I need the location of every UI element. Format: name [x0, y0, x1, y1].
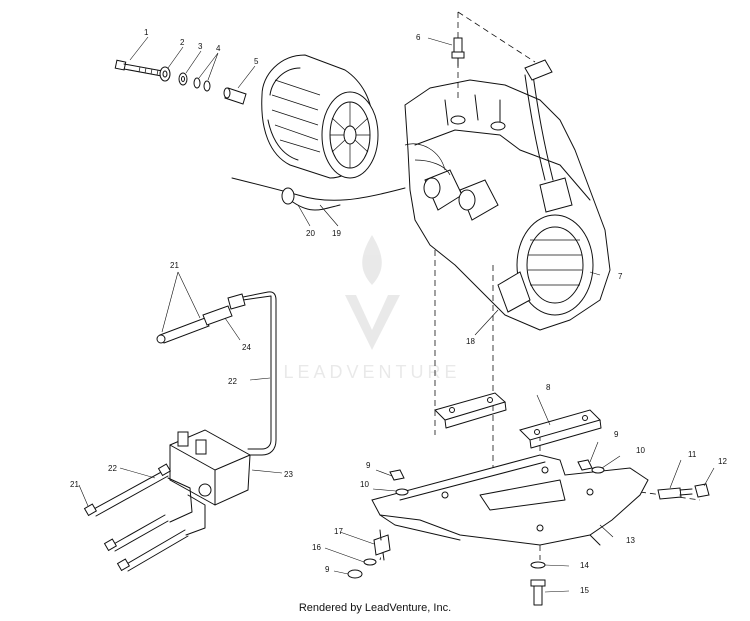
spacer-part-3	[178, 72, 188, 86]
callout-1: 1	[144, 28, 149, 37]
callout-9-right: 9	[614, 430, 619, 439]
callout-8: 8	[546, 383, 551, 392]
callout-6: 6	[416, 33, 421, 42]
callout-18: 18	[466, 337, 475, 346]
washer-part-2	[159, 66, 171, 82]
callout-10-right: 10	[636, 446, 645, 455]
callout-20: 20	[306, 229, 315, 238]
callout-12: 12	[718, 457, 727, 466]
spark-plug-part-6	[451, 37, 465, 67]
callout-22-top: 22	[228, 377, 237, 386]
hardware	[347, 459, 710, 606]
callout-23: 23	[284, 470, 293, 479]
callout-4: 4	[216, 44, 221, 53]
spacer-plates-part-8	[434, 392, 602, 449]
callout-14: 14	[580, 561, 589, 570]
leadventure-watermark: LEADVENTURE	[283, 235, 460, 382]
clutch-assembly	[261, 54, 379, 179]
callout-15: 15	[580, 586, 589, 595]
mounting-plate-part-13	[371, 454, 649, 546]
callout-9-left: 9	[366, 461, 371, 470]
throttle-cable	[231, 177, 406, 211]
fuel-lines	[83, 291, 277, 572]
engine-block	[404, 59, 611, 331]
sleeve-part-5	[223, 87, 247, 105]
callout-7: 7	[618, 272, 623, 281]
watermark-text: LEADVENTURE	[283, 362, 460, 382]
callout-3: 3	[198, 42, 203, 51]
callout-16: 16	[312, 543, 321, 552]
callout-labels: 1 2 3 4 5 6 7 8 9 10 9 10 11 12 13 14 15…	[70, 28, 727, 595]
callout-9-bottom: 9	[325, 565, 330, 574]
callout-2: 2	[180, 38, 185, 47]
callout-5: 5	[254, 57, 259, 66]
callout-11: 11	[688, 450, 697, 459]
callout-10-left: 10	[360, 480, 369, 489]
leader-lines	[78, 36, 715, 593]
callout-21-bottom: 21	[70, 480, 79, 489]
footer-credit: Rendered by LeadVenture, Inc.	[298, 602, 452, 614]
callout-19: 19	[332, 229, 341, 238]
callout-24: 24	[242, 343, 251, 352]
bolt-part-1	[114, 59, 169, 78]
callout-21-top: 21	[170, 261, 179, 270]
callout-22-bottom: 22	[108, 464, 117, 473]
callout-17: 17	[334, 527, 343, 536]
o-rings-part-4	[193, 77, 211, 92]
callout-13: 13	[626, 536, 635, 545]
